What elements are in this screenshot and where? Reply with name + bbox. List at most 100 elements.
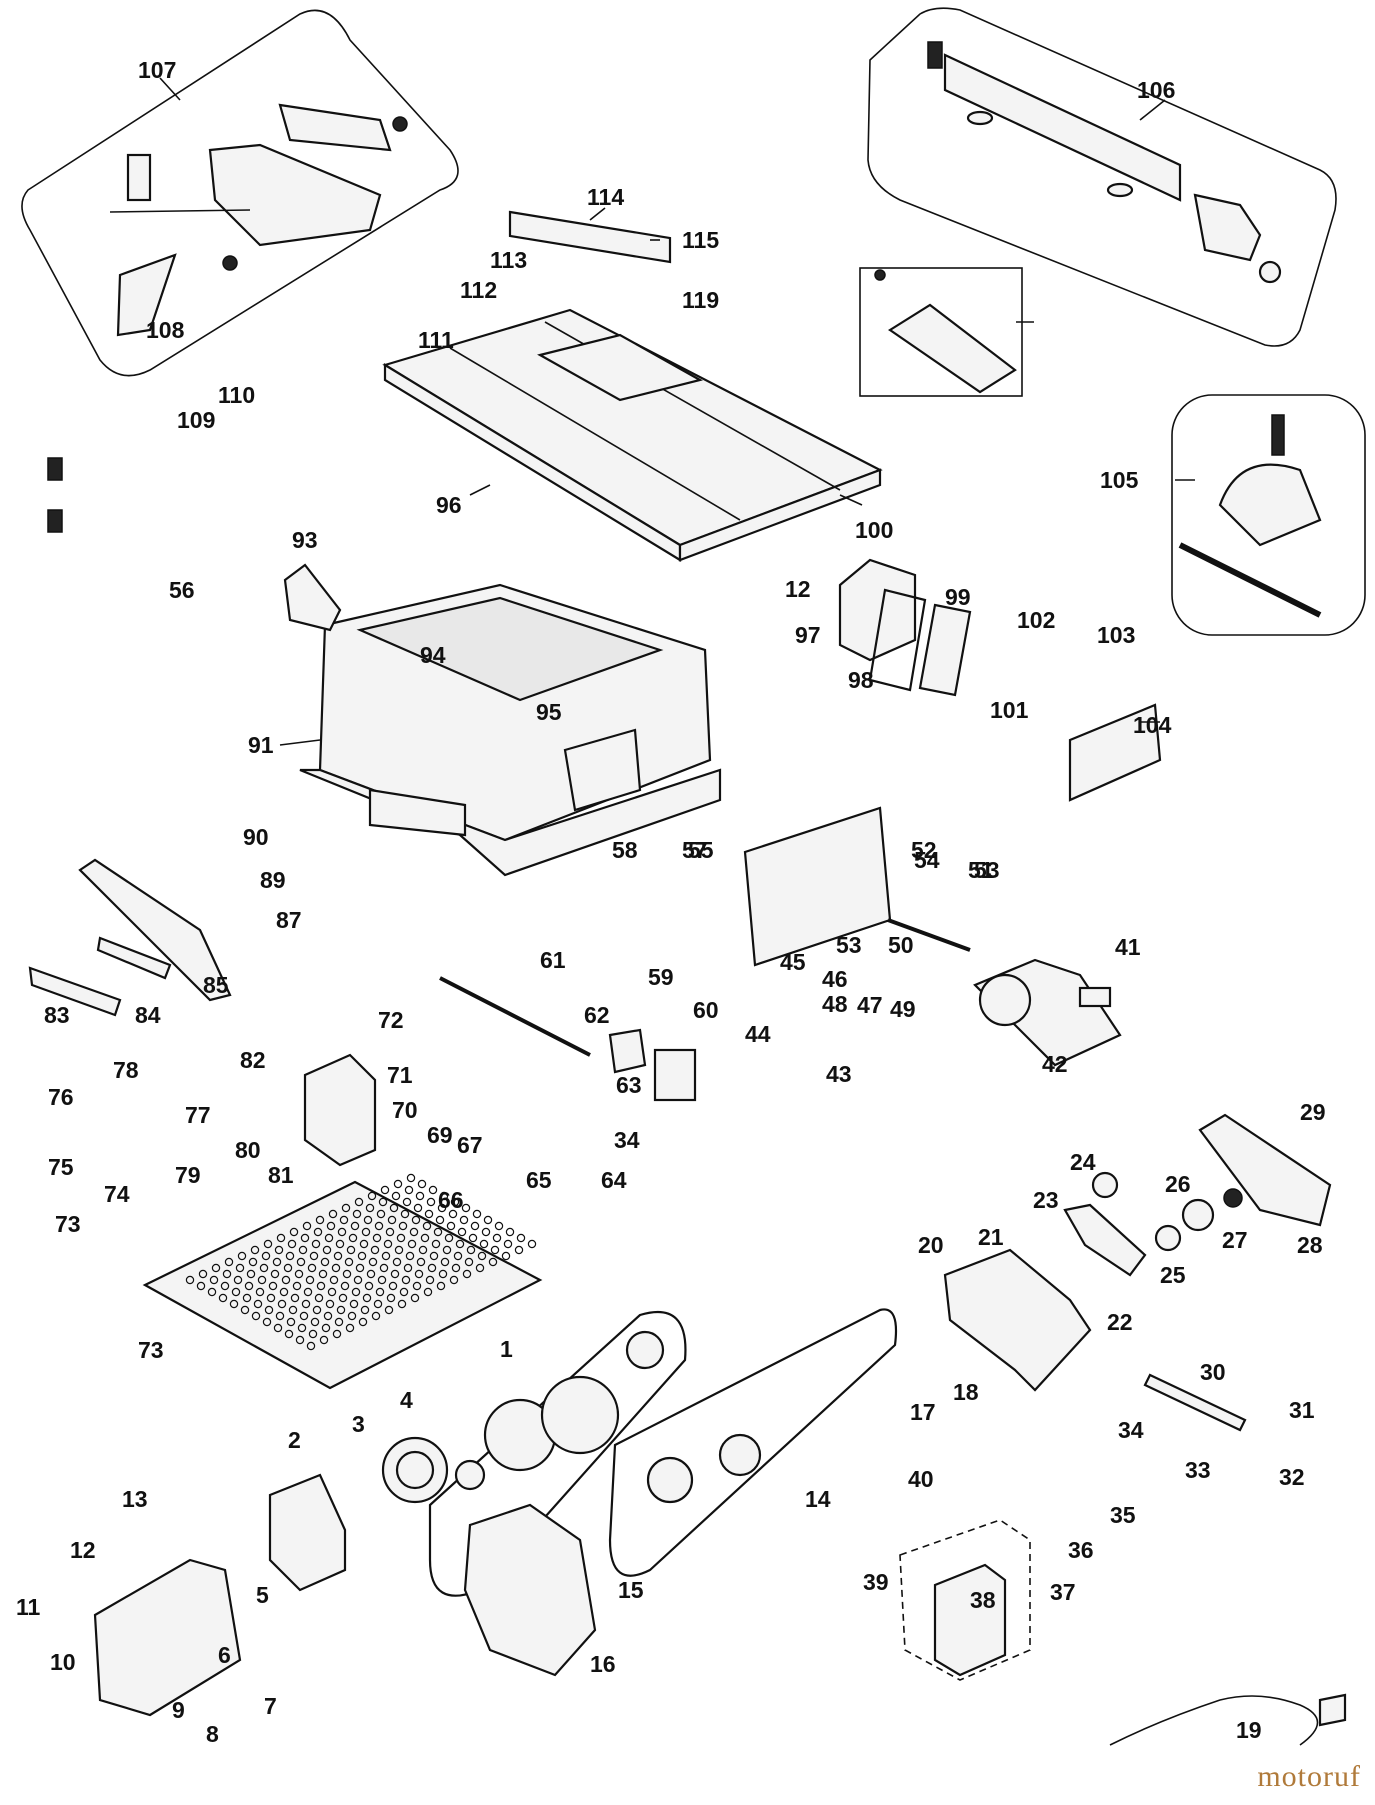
- part-label: 48: [822, 991, 848, 1017]
- part-label: 75: [48, 1154, 74, 1180]
- bearing-14: [718, 1433, 762, 1477]
- grille-hole: [318, 1269, 328, 1279]
- part-label: 61: [540, 947, 566, 973]
- part-label: 77: [185, 1102, 211, 1128]
- manual-icon-119: [47, 509, 63, 533]
- dust-port-87: [283, 563, 342, 632]
- grille-hole: [342, 1269, 352, 1279]
- grille-hole: [411, 1215, 421, 1225]
- grille-hole: [262, 1317, 272, 1327]
- grille-hole: [321, 1323, 331, 1333]
- grille-hole: [240, 1305, 250, 1315]
- part-labels: 1 2 3 4 5 6 7 8 9 10 11 12 12 13 14 15 1…: [16, 57, 1326, 1747]
- grille-hole: [492, 1233, 502, 1243]
- grille-hole: [453, 1251, 463, 1261]
- part-label: 109: [177, 407, 215, 433]
- part-label: 20: [918, 1232, 944, 1258]
- group-outline-114: [859, 267, 1023, 397]
- part-label: 96: [436, 492, 462, 518]
- base-housing-85: [299, 583, 722, 877]
- part-label: 81: [268, 1162, 294, 1188]
- grille-hole: [341, 1203, 351, 1213]
- part-label: 71: [387, 1062, 413, 1088]
- grille-hole: [368, 1257, 378, 1267]
- grille-hole: [288, 1305, 298, 1315]
- grille-hole: [488, 1257, 498, 1267]
- grille-hole: [207, 1287, 217, 1297]
- rip-fence-102: [927, 41, 1282, 284]
- grille-hole: [389, 1203, 399, 1213]
- grille-hole: [311, 1239, 321, 1249]
- grille-hole: [336, 1305, 346, 1315]
- grille-hole: [416, 1257, 426, 1267]
- grille-hole: [414, 1269, 424, 1279]
- grille-hole: [516, 1233, 526, 1243]
- washer-24: [1091, 1171, 1119, 1199]
- grille-hole: [378, 1197, 388, 1207]
- part-label: 53: [836, 932, 862, 958]
- grille-hole: [333, 1251, 343, 1261]
- grille-hole: [340, 1281, 350, 1291]
- grille-hole: [381, 1251, 391, 1261]
- grille-hole: [475, 1263, 485, 1273]
- grille-hole: [514, 1245, 524, 1255]
- part-label: 115: [682, 227, 719, 253]
- grille-hole: [334, 1317, 344, 1327]
- grille-hole: [455, 1239, 465, 1249]
- part-label: 47: [857, 992, 883, 1018]
- part-label: 38: [970, 1587, 996, 1613]
- part-label: 69: [427, 1122, 453, 1148]
- grille-hole: [303, 1287, 313, 1297]
- part-label: 28: [1297, 1232, 1323, 1258]
- grille-hole: [277, 1299, 287, 1309]
- grille-hole: [464, 1257, 474, 1267]
- grille-holes: [185, 1173, 537, 1351]
- grille-hole: [328, 1209, 338, 1219]
- grille-hole: [272, 1257, 282, 1267]
- grille-hole: [233, 1275, 243, 1285]
- grille-hole: [359, 1239, 369, 1249]
- grille-hole: [394, 1245, 404, 1255]
- guard-bracket-20: [943, 1248, 1092, 1392]
- grille-hole: [297, 1323, 307, 1333]
- grille-hole: [363, 1215, 373, 1225]
- part-label: 99: [945, 584, 971, 610]
- grille-hole: [357, 1251, 367, 1261]
- part-label: 15: [618, 1577, 644, 1603]
- grille-hole: [315, 1215, 325, 1225]
- grille-hole: [246, 1269, 256, 1279]
- grille-hole: [348, 1233, 358, 1243]
- grille-hole: [391, 1191, 401, 1201]
- grille-hole: [355, 1263, 365, 1273]
- grille-hole: [380, 1185, 390, 1195]
- grille-hole: [448, 1209, 458, 1219]
- part-label: 34: [1118, 1417, 1144, 1443]
- grille-hole: [276, 1233, 286, 1243]
- part-label: 26: [1165, 1171, 1191, 1197]
- grille-hole: [387, 1215, 397, 1225]
- grille-hole: [305, 1275, 315, 1285]
- part-label: 22: [1107, 1309, 1133, 1335]
- part-label: 56: [169, 577, 195, 603]
- grille-hole: [350, 1221, 360, 1231]
- part-label: 78: [113, 1057, 139, 1083]
- group-outline-dashed: [899, 1519, 1031, 1681]
- grille-hole: [370, 1245, 380, 1255]
- grille-hole: [431, 1239, 441, 1249]
- grille-hole: [494, 1221, 504, 1231]
- part-label: 64: [601, 1167, 627, 1193]
- grille-hole: [242, 1293, 252, 1303]
- bracket-38: [933, 1563, 1007, 1677]
- part-label: 11: [16, 1594, 41, 1620]
- grille-hole: [374, 1221, 384, 1231]
- grille-hole: [481, 1227, 491, 1237]
- grille-hole: [301, 1299, 311, 1309]
- part-label: 41: [1115, 934, 1141, 960]
- part-label: 30: [1200, 1359, 1226, 1385]
- grille-hole: [361, 1227, 371, 1237]
- grille-hole: [461, 1203, 471, 1213]
- grille-hole: [250, 1245, 260, 1255]
- grille-hole: [371, 1311, 381, 1321]
- grille-hole: [490, 1245, 500, 1255]
- part-label: 73: [138, 1337, 164, 1363]
